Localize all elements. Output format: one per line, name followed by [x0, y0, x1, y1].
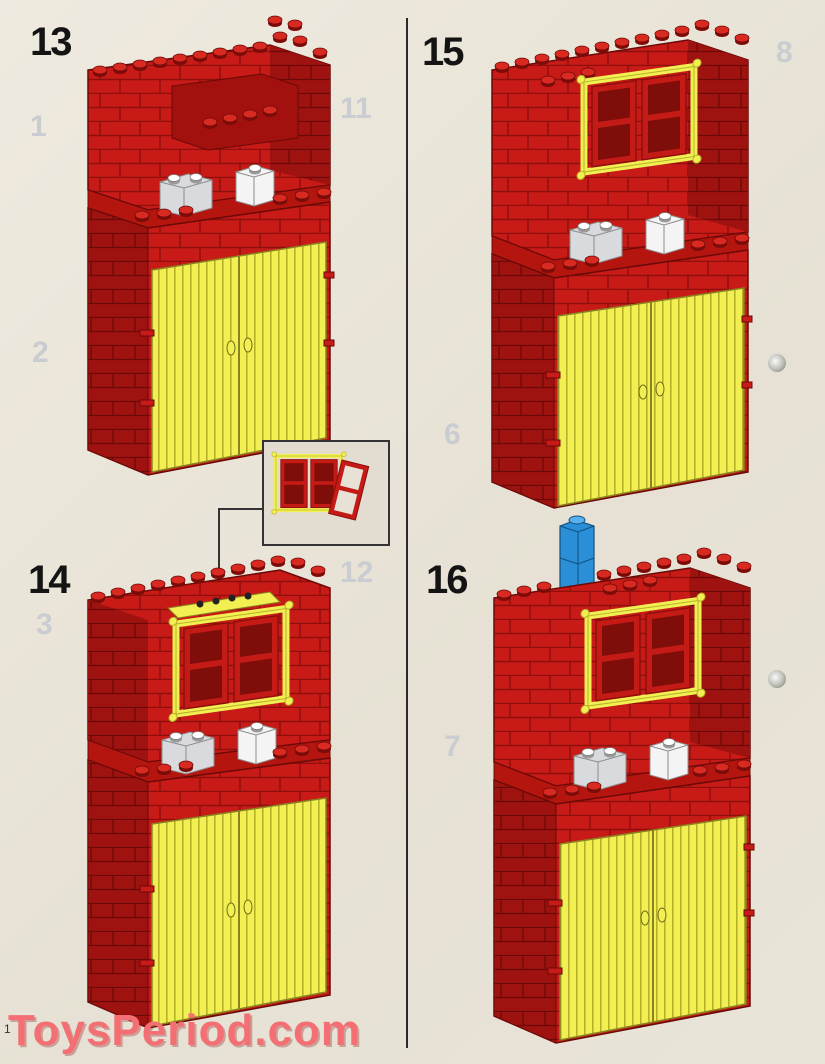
- ghost-number: 7: [444, 730, 461, 763]
- step-number-16: 16: [426, 558, 468, 602]
- window-detail-drawing: [264, 442, 370, 521]
- model-step-15: [491, 19, 753, 509]
- model-step-16: [493, 515, 755, 1044]
- ghost-number: 11: [340, 92, 372, 125]
- model-step-14: [87, 555, 332, 1029]
- ghost-number: 8: [776, 36, 793, 69]
- model-step-13: [87, 15, 335, 476]
- page-number: 1: [4, 1022, 11, 1036]
- ghost-number: 1: [30, 110, 47, 143]
- ghost-number: 2: [32, 336, 49, 369]
- step-number-15: 15: [422, 30, 464, 74]
- ghost-number: 6: [444, 418, 461, 451]
- watermark-text: ToysPeriod.com: [8, 1006, 362, 1055]
- window-detail-inset: [262, 440, 390, 546]
- callout-line: [218, 508, 266, 592]
- binder-hole: [768, 670, 786, 688]
- ghost-number: 3: [36, 608, 53, 641]
- step-number-13: 13: [30, 20, 72, 64]
- binder-hole: [768, 354, 786, 372]
- column-divider: [406, 18, 408, 1048]
- ghost-number: 12: [340, 556, 374, 589]
- step-number-14: 14: [28, 558, 70, 602]
